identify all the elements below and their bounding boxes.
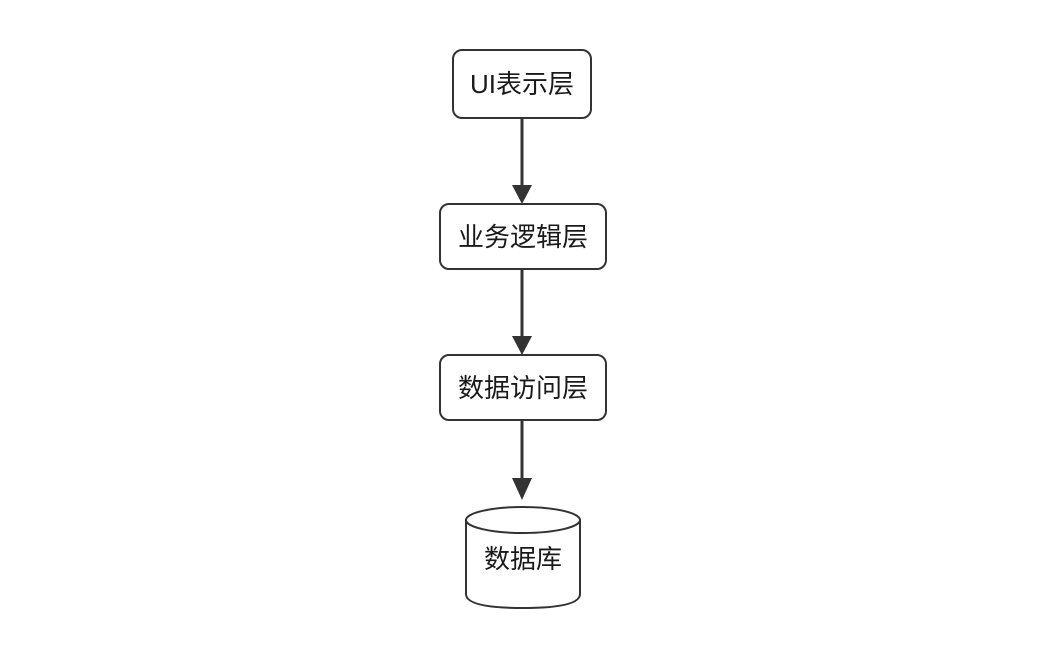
node-business-logic-layer-label: 业务逻辑层 [457, 221, 588, 252]
node-business-logic-layer[interactable] [439, 203, 607, 270]
edge-business-to-dataaccess-arrowhead [512, 336, 532, 355]
edge-ui-to-business-arrowhead [512, 185, 532, 204]
node-ui-presentation-layer[interactable] [452, 49, 592, 119]
node-data-access-layer[interactable] [439, 354, 607, 421]
node-database-label: 数据库 [483, 544, 562, 574]
edge-dataaccess-to-database-arrowhead [512, 478, 532, 500]
node-data-access-layer-label: 数据访问层 [457, 372, 588, 403]
node-database-cylinder[interactable] [465, 506, 581, 610]
edge-business-to-dataaccess [512, 269, 532, 355]
edge-dataaccess-to-database [512, 420, 532, 500]
node-ui-presentation-layer-label: UI表示层 [469, 69, 574, 99]
database-cylinder-body [465, 519, 581, 610]
edge-ui-to-business [512, 118, 532, 204]
database-cylinder-top-ellipse [465, 506, 581, 534]
